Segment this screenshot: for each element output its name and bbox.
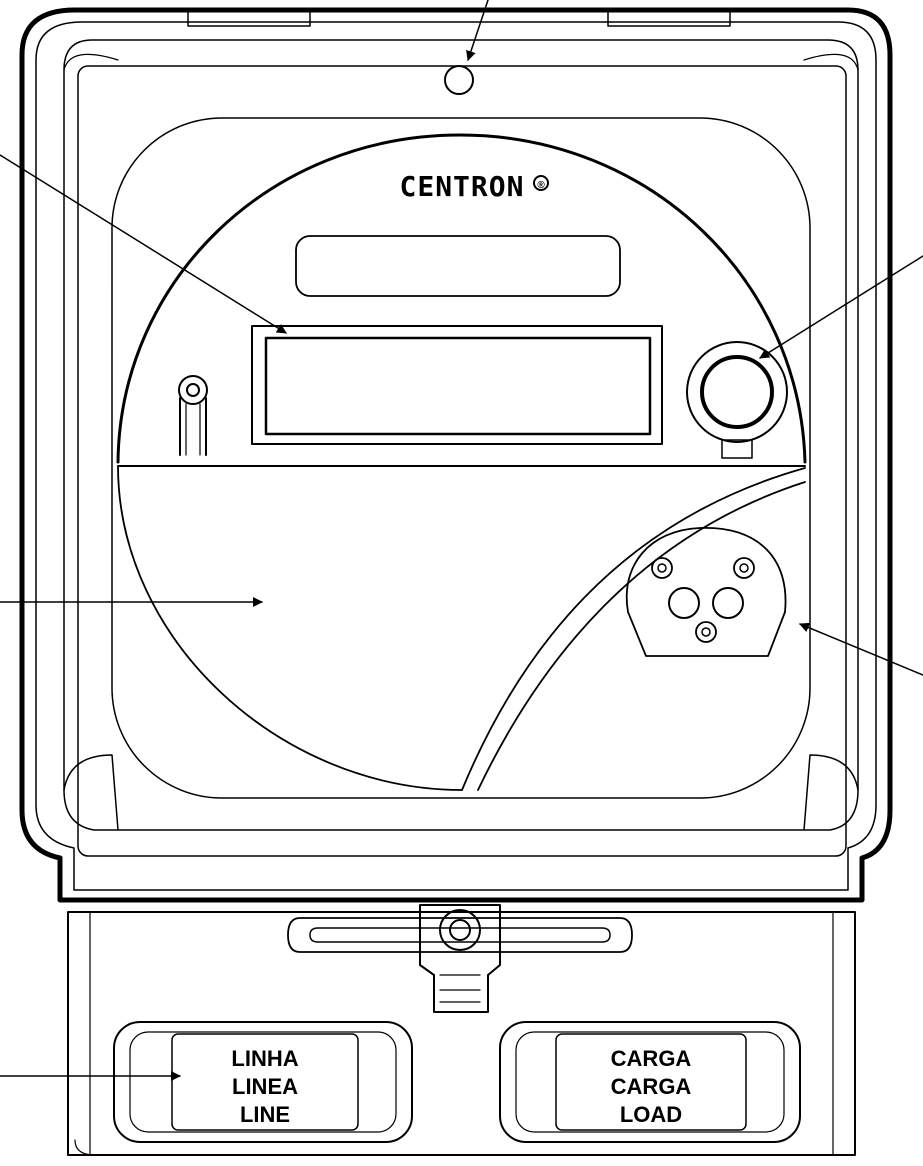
- test-link: [178, 375, 208, 456]
- faceplate: [111, 117, 811, 799]
- nameplate-window: [295, 235, 621, 297]
- meter-housing: [19, 7, 893, 903]
- brand-logo: CENTRON ®: [399, 170, 549, 203]
- lcd-display: [251, 325, 663, 445]
- load-label-1: CARGA: [611, 1046, 692, 1071]
- arrow-display: [0, 154, 287, 334]
- arrow-seal: [466, 0, 489, 61]
- terminal-cover: [67, 904, 856, 1156]
- line-label-plate: LINHA LINEA LINE: [113, 1021, 413, 1143]
- load-label-plate: CARGA CARGA LOAD: [499, 1021, 801, 1143]
- line-label-2: LINEA: [232, 1074, 298, 1099]
- arrow-connector: [799, 622, 923, 676]
- svg-text:®: ®: [537, 180, 545, 191]
- top-seal-hole: [444, 65, 474, 95]
- arrow-optical-port: [759, 255, 923, 359]
- optical-port: [686, 341, 788, 459]
- load-label-2: CARGA: [611, 1074, 692, 1099]
- svg-text:CENTRON: CENTRON: [399, 170, 524, 203]
- connector-module: [625, 527, 787, 657]
- callout-arrows: [0, 0, 923, 1081]
- line-label-1: LINHA: [231, 1046, 298, 1071]
- load-label-3: LOAD: [620, 1102, 682, 1127]
- line-label-3: LINE: [240, 1102, 290, 1127]
